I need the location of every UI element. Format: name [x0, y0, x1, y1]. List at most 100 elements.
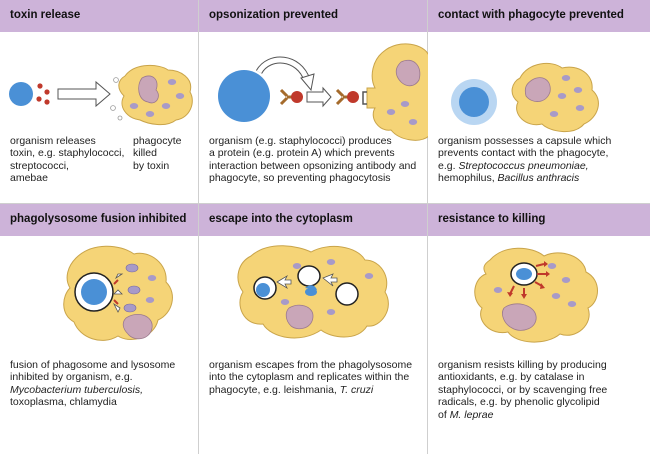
protein-a [347, 91, 359, 103]
debris [110, 105, 116, 111]
inhibition-mark [113, 279, 119, 305]
caption-line: amebae [10, 172, 48, 185]
granule [175, 93, 185, 99]
panel-header: opsonization prevented [199, 0, 427, 32]
panel-caption: organism releases toxin, e.g. staphyloco… [10, 135, 124, 185]
granule [573, 87, 583, 93]
arrowhead [507, 292, 527, 299]
caption-line: radicals, e.g. by phenolic glycolipid [438, 396, 600, 409]
resistance-illustration [474, 247, 598, 343]
caption-line: phagocyte, e.g. leishmania, T. cruzi [209, 384, 412, 396]
panel-caption: fusion of phagosome and lysosome inhibit… [10, 359, 175, 409]
granule [326, 309, 336, 315]
caption-line: toxin, e.g. staphylococci, [10, 147, 125, 160]
organism [516, 268, 532, 280]
panel-resistance-to-killing: resistance to killing organism resists k… [428, 204, 650, 454]
species-name: Bacillus anthracis [497, 172, 580, 185]
granule [161, 103, 171, 109]
caption-line: organism resists killing by producing [438, 359, 607, 371]
granule [145, 111, 155, 117]
granule [129, 103, 139, 109]
toxin-particle [44, 99, 50, 105]
granule [280, 299, 290, 305]
species-name: T. cruzi [339, 383, 374, 396]
panel-header: resistance to killing [428, 204, 650, 236]
granule [575, 105, 585, 111]
phagocyte [511, 62, 599, 132]
panel-contact-prevented: contact with phagocyte prevented organis… [428, 0, 650, 203]
organism [256, 283, 270, 297]
organism [9, 82, 33, 106]
granule [557, 93, 567, 99]
lysosome [127, 285, 141, 295]
caption-line: organism possesses a capsule which [438, 135, 612, 147]
opsonization-illustration [218, 43, 430, 141]
caption-line: hemophilus, Bacillus anthracis [438, 172, 611, 184]
caption-text: hemophilus, [438, 172, 498, 185]
toxin-particle [36, 96, 42, 102]
organism [218, 70, 270, 122]
nucleus [395, 59, 421, 87]
caption-line: phagocyte [133, 135, 182, 147]
divider [0, 203, 650, 204]
arrowhead [300, 73, 315, 92]
arrow [57, 80, 111, 108]
granule [400, 101, 410, 107]
panel-header: contact with phagocyte prevented [428, 0, 650, 32]
panel-header: escape into the cytoplasm [199, 204, 427, 236]
divider [427, 0, 428, 454]
caption-line: phagocyte, so preventing phagocytosis [209, 172, 391, 185]
panel-caption: organism resists killing by producing an… [438, 359, 607, 421]
arrow [276, 274, 292, 290]
debris [117, 115, 123, 121]
caption-line: prevents contact with the phagocyte, [438, 147, 609, 160]
arrow [306, 86, 332, 108]
granule [292, 263, 302, 269]
protein-a [291, 91, 303, 103]
granule [561, 277, 571, 283]
granule [493, 287, 503, 293]
arrow [112, 273, 124, 313]
lysosome [125, 263, 139, 273]
caption-line: fusion of phagosome and lysosome [10, 359, 176, 371]
toxin-release-illustration [9, 65, 193, 126]
panel-header: phagolysosome fusion inhibited [0, 204, 198, 236]
caption-text: phagocyte, e.g. leishmania, [209, 383, 340, 396]
panel-header: toxin release [0, 0, 198, 32]
side-caption: phagocyte killed by toxin [133, 135, 181, 172]
escape-illustration [237, 245, 389, 339]
panel-escape-into-cytoplasm: escape into the cytoplasm organism escap… [199, 204, 427, 454]
panel-title: resistance to killing [438, 213, 546, 225]
panel-title: opsonization prevented [209, 9, 339, 21]
phagolysosome-illustration [63, 245, 173, 341]
caption-line: Mycobacterium tuberculosis, [10, 384, 175, 396]
lysosome [123, 303, 137, 313]
caption-line: organism releases [10, 135, 96, 147]
species-name: Streptococcus pneumoniae, [458, 159, 589, 172]
granule [145, 297, 155, 303]
nucleus [524, 77, 551, 102]
granule [326, 259, 336, 265]
panel-caption: organism possesses a capsule which preve… [438, 135, 611, 185]
nucleus [138, 75, 159, 104]
debris [113, 77, 119, 83]
caption-line: toxoplasma, chlamydia [10, 396, 117, 409]
arrow [322, 273, 338, 287]
capsule-illustration [451, 62, 599, 132]
caption-text: of [438, 408, 450, 421]
granule [167, 79, 177, 85]
panel-title: contact with phagocyte prevented [438, 9, 624, 21]
fc-receptor [362, 91, 367, 105]
caption-line: organism escapes from the phagolysosome [209, 359, 413, 371]
granule [551, 293, 561, 299]
granule [147, 275, 157, 281]
caption-line: inhibited by organism, e.g. [10, 371, 133, 384]
granule [364, 273, 374, 279]
granule [408, 119, 418, 125]
granule [567, 301, 577, 307]
phagocyte [474, 247, 598, 343]
caption-line: staphylococci, or by scavenging free [438, 383, 608, 396]
divider [198, 0, 199, 454]
panel-title: toxin release [10, 9, 81, 21]
